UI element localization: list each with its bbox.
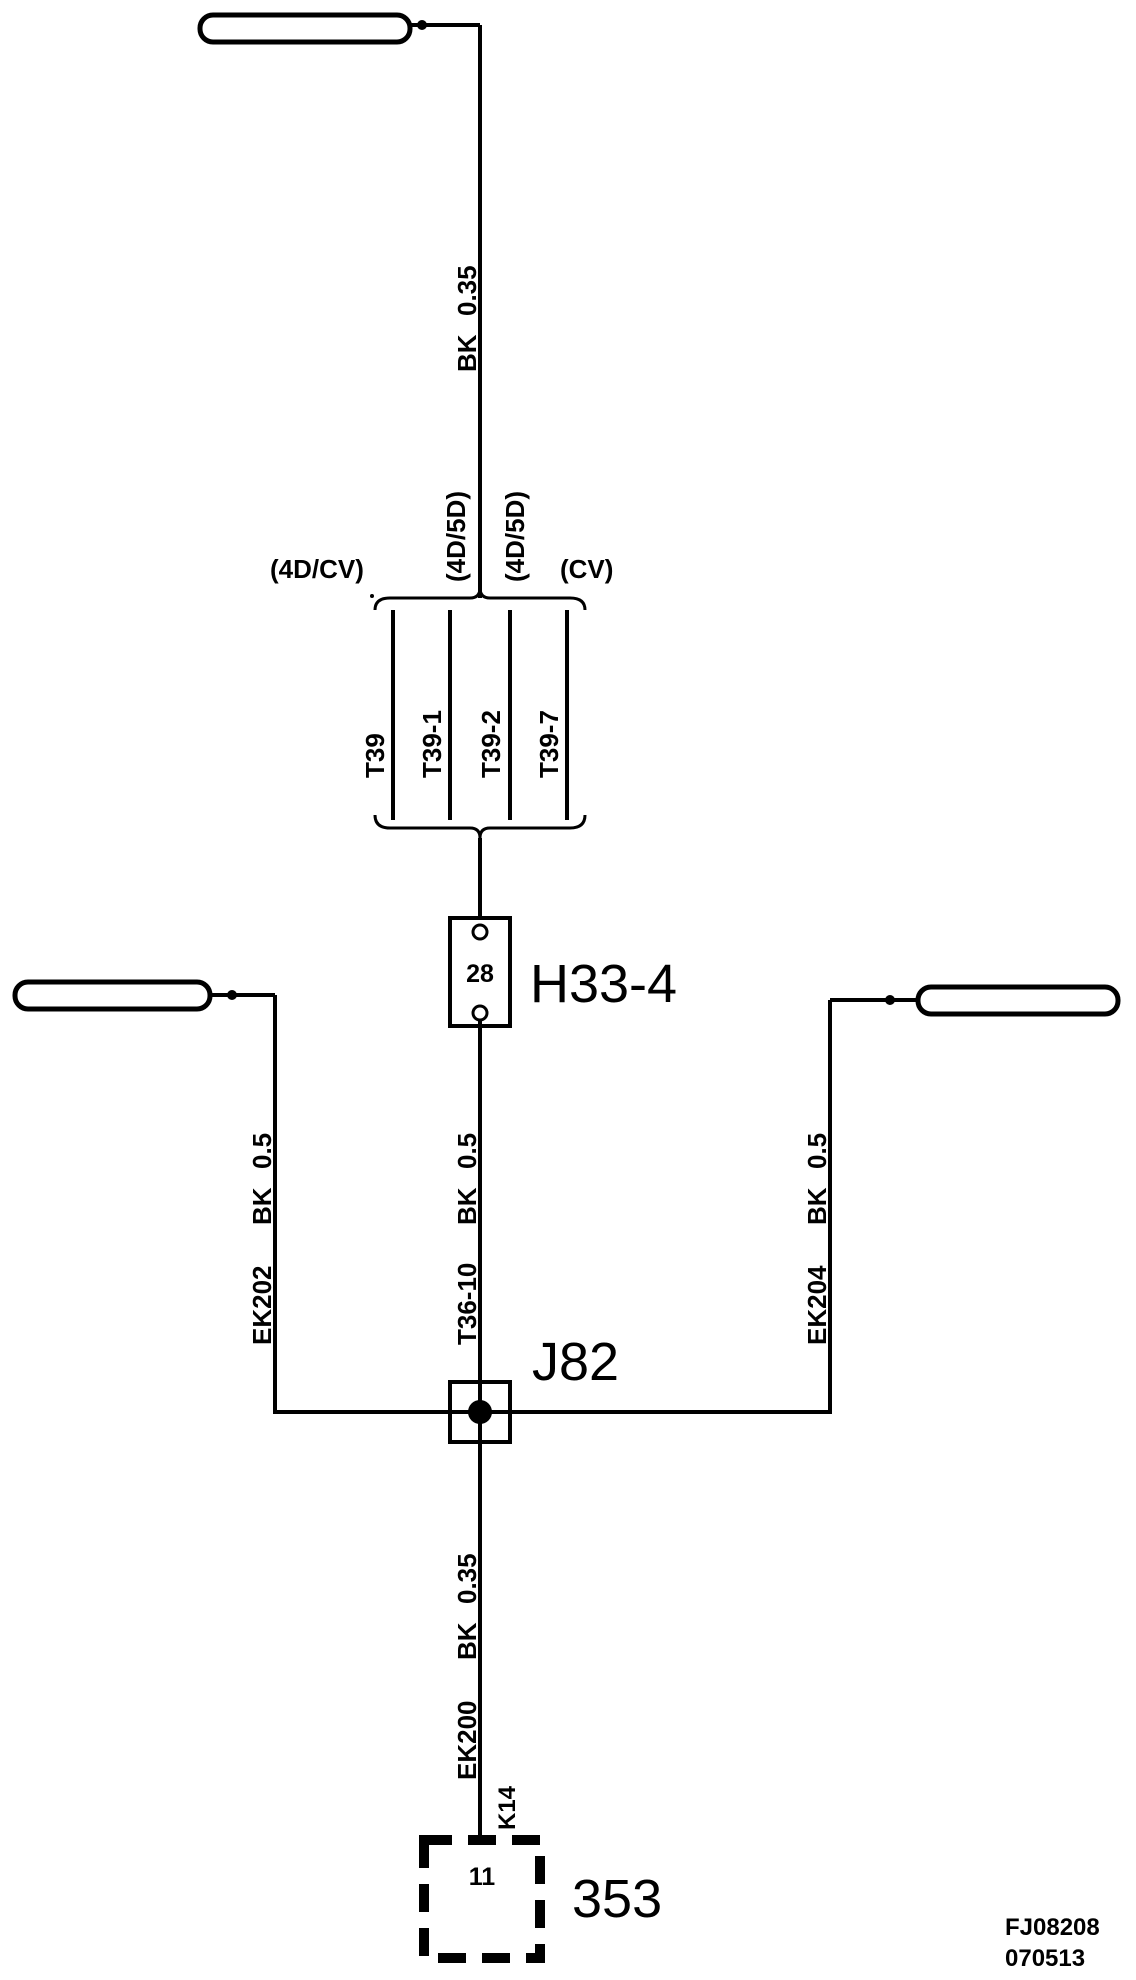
- variant-connectors: T39 T39-1 T39-2 T39-7: [360, 710, 564, 778]
- bottom-brace: [373, 814, 587, 839]
- variant-label-4d-5d-left: (4D/5D): [441, 491, 471, 582]
- left-wire-label: EK202 BK 0.5: [247, 1133, 277, 1345]
- variant-labels: (4D/CV) (4D/5D) (4D/5D) (CV): [270, 491, 613, 584]
- component-353-box: [419, 1835, 545, 1963]
- connector-t39-7: T39-7: [534, 710, 564, 778]
- component-name: 353: [572, 1869, 662, 1929]
- center-wire-color: BK: [452, 1187, 482, 1225]
- bottom-wire-id: EK200: [452, 1701, 482, 1781]
- connector-h33-name: H33-4: [530, 954, 677, 1014]
- bottom-wire-color: BK: [452, 1622, 482, 1660]
- connector-h33-pin: 28: [466, 960, 494, 988]
- right-wire-color: BK: [802, 1187, 832, 1225]
- connector-t39-1: T39-1: [417, 710, 447, 778]
- right-ground-strap: [830, 984, 1121, 1017]
- left-wire-color: BK: [247, 1187, 277, 1225]
- top-wire-color: BK: [452, 334, 482, 372]
- junction-j82: [448, 1380, 512, 1444]
- center-wire-label: T36-10 BK 0.5: [452, 1133, 482, 1345]
- variant-label-cv: (CV): [560, 554, 613, 584]
- center-wire-id: T36-10: [452, 1263, 482, 1345]
- connector-h33-4: 28: [448, 916, 512, 1028]
- diagram-code-line2: 070513: [1005, 1945, 1085, 1972]
- left-wire-size: 0.5: [247, 1133, 277, 1169]
- left-wire: [273, 995, 455, 1414]
- bottom-wire-size: 0.35: [452, 1553, 482, 1604]
- variant-label-4d-5d-right: (4D/5D): [500, 491, 530, 582]
- left-ground-strap: [12, 979, 275, 1012]
- diagram-code-line1: FJ08208: [1005, 1914, 1100, 1941]
- center-wire-size: 0.5: [452, 1133, 482, 1169]
- variant-label-4d-cv: (4D/CV): [270, 554, 364, 584]
- component-terminal: K14: [494, 1785, 521, 1830]
- top-wire-label: BK 0.35: [452, 265, 482, 372]
- right-wire-size: 0.5: [802, 1133, 832, 1169]
- variant-lines: [391, 610, 569, 820]
- top-wire-size: 0.35: [452, 265, 482, 316]
- right-wire-label: EK204 BK 0.5: [802, 1133, 832, 1345]
- component-pin: 11: [469, 1863, 496, 1891]
- left-wire-id: EK202: [247, 1266, 277, 1346]
- right-wire-id: EK204: [802, 1265, 832, 1345]
- connector-t39: T39: [360, 733, 390, 778]
- right-wire: [505, 1000, 832, 1414]
- top-ground-strap: [197, 12, 480, 45]
- bottom-wire-label: EK200 BK 0.35: [452, 1553, 482, 1780]
- junction-name: J82: [532, 1332, 619, 1392]
- connector-t39-2: T39-2: [476, 710, 506, 778]
- top-brace: [373, 587, 587, 611]
